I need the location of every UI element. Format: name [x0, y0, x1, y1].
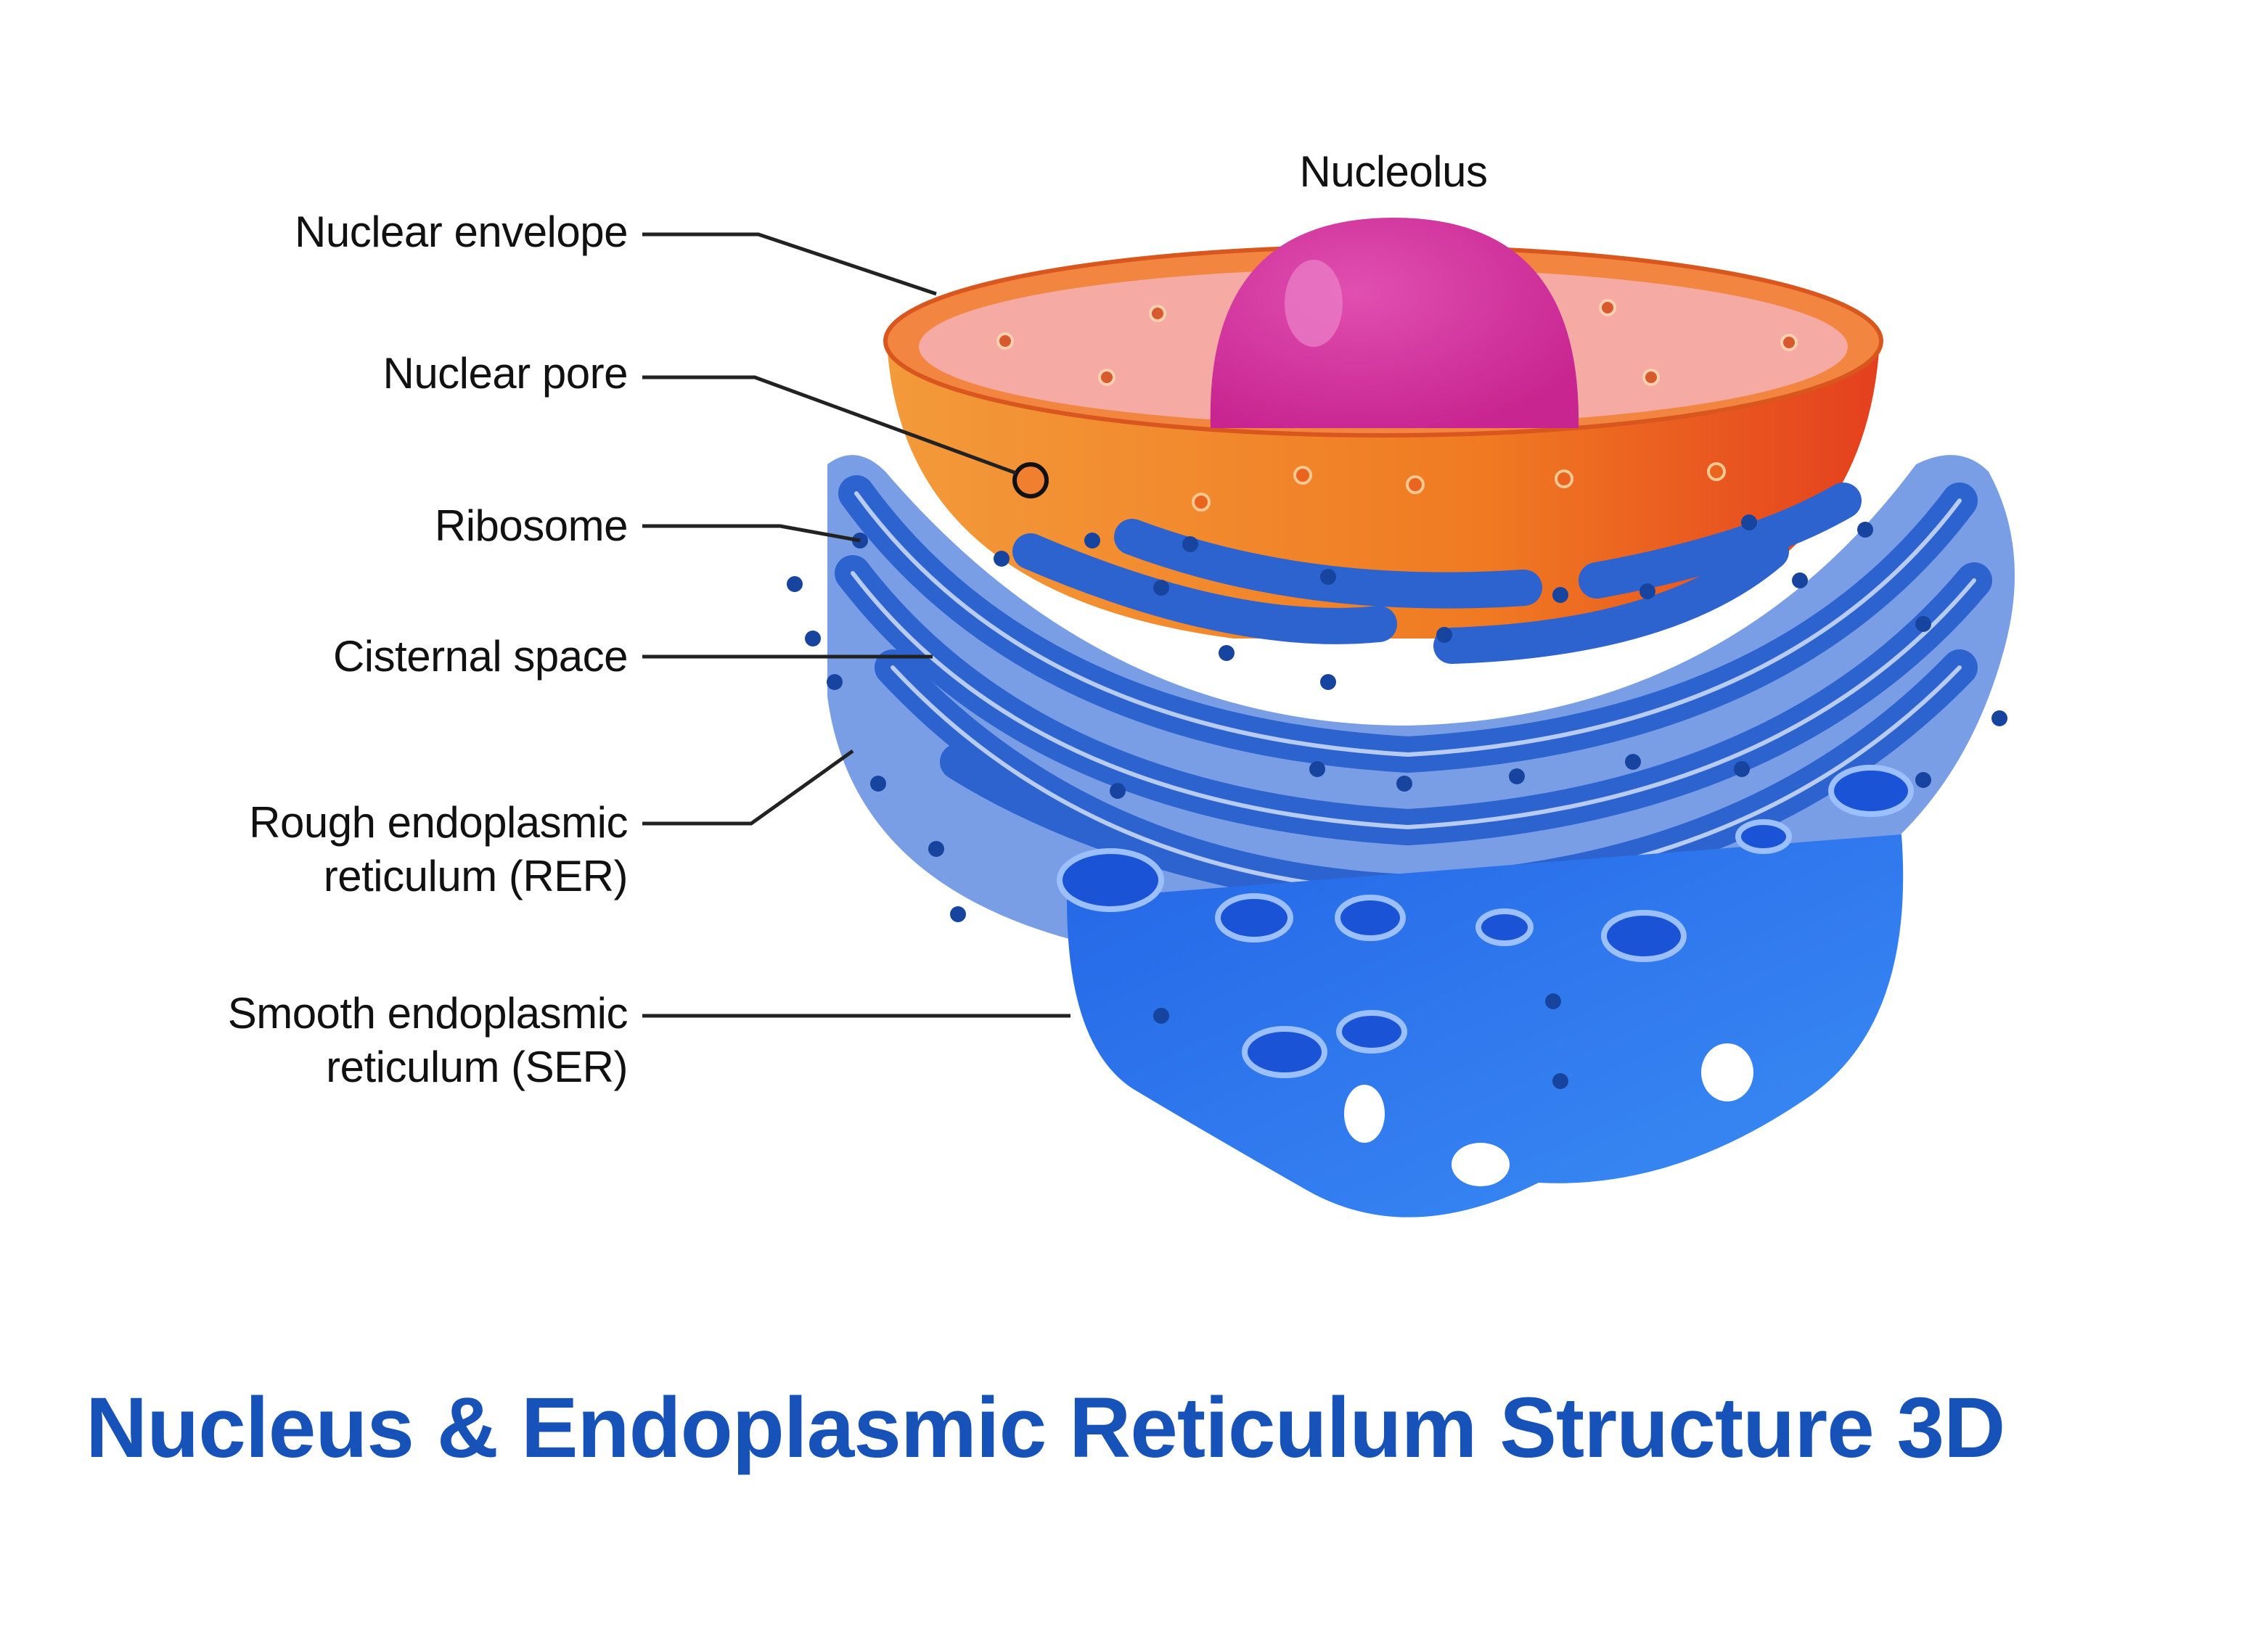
leader-nuclear-pore [642, 375, 1017, 475]
ribosomes [787, 514, 2007, 1089]
label-rer: Rough endoplasmic reticulum (RER) [109, 796, 628, 903]
label-cisternal-space: Cisternal space [332, 632, 629, 681]
label-nuclear-envelope: Nuclear envelope [295, 208, 628, 256]
nucleus [883, 218, 1883, 639]
leader-nuclear-envelope [642, 232, 937, 296]
label-ser-line1: Smooth endoplasmic [227, 989, 629, 1038]
label-ser-line2: reticulum (SER) [326, 1043, 628, 1091]
label-nucleolus: Nucleolus [1299, 147, 1488, 196]
highlighted-nuclear-pore [1012, 462, 1049, 498]
label-nuclear-pore: Nuclear pore [382, 349, 628, 398]
leader-lines [642, 232, 1070, 1018]
smooth-er [1057, 765, 1914, 1218]
label-rer-line1: Rough endoplasmic [249, 798, 628, 847]
leader-ribosome [642, 524, 861, 543]
diagram-title: Nucleus & Endoplasmic Reticulum Structur… [86, 1380, 2005, 1476]
leader-rer [642, 749, 854, 826]
rough-er [827, 455, 2015, 958]
label-ser: Smooth endoplasmic reticulum (SER) [109, 987, 629, 1094]
label-ribosome: Ribosome [434, 501, 629, 550]
label-rer-line2: reticulum (RER) [323, 852, 629, 900]
